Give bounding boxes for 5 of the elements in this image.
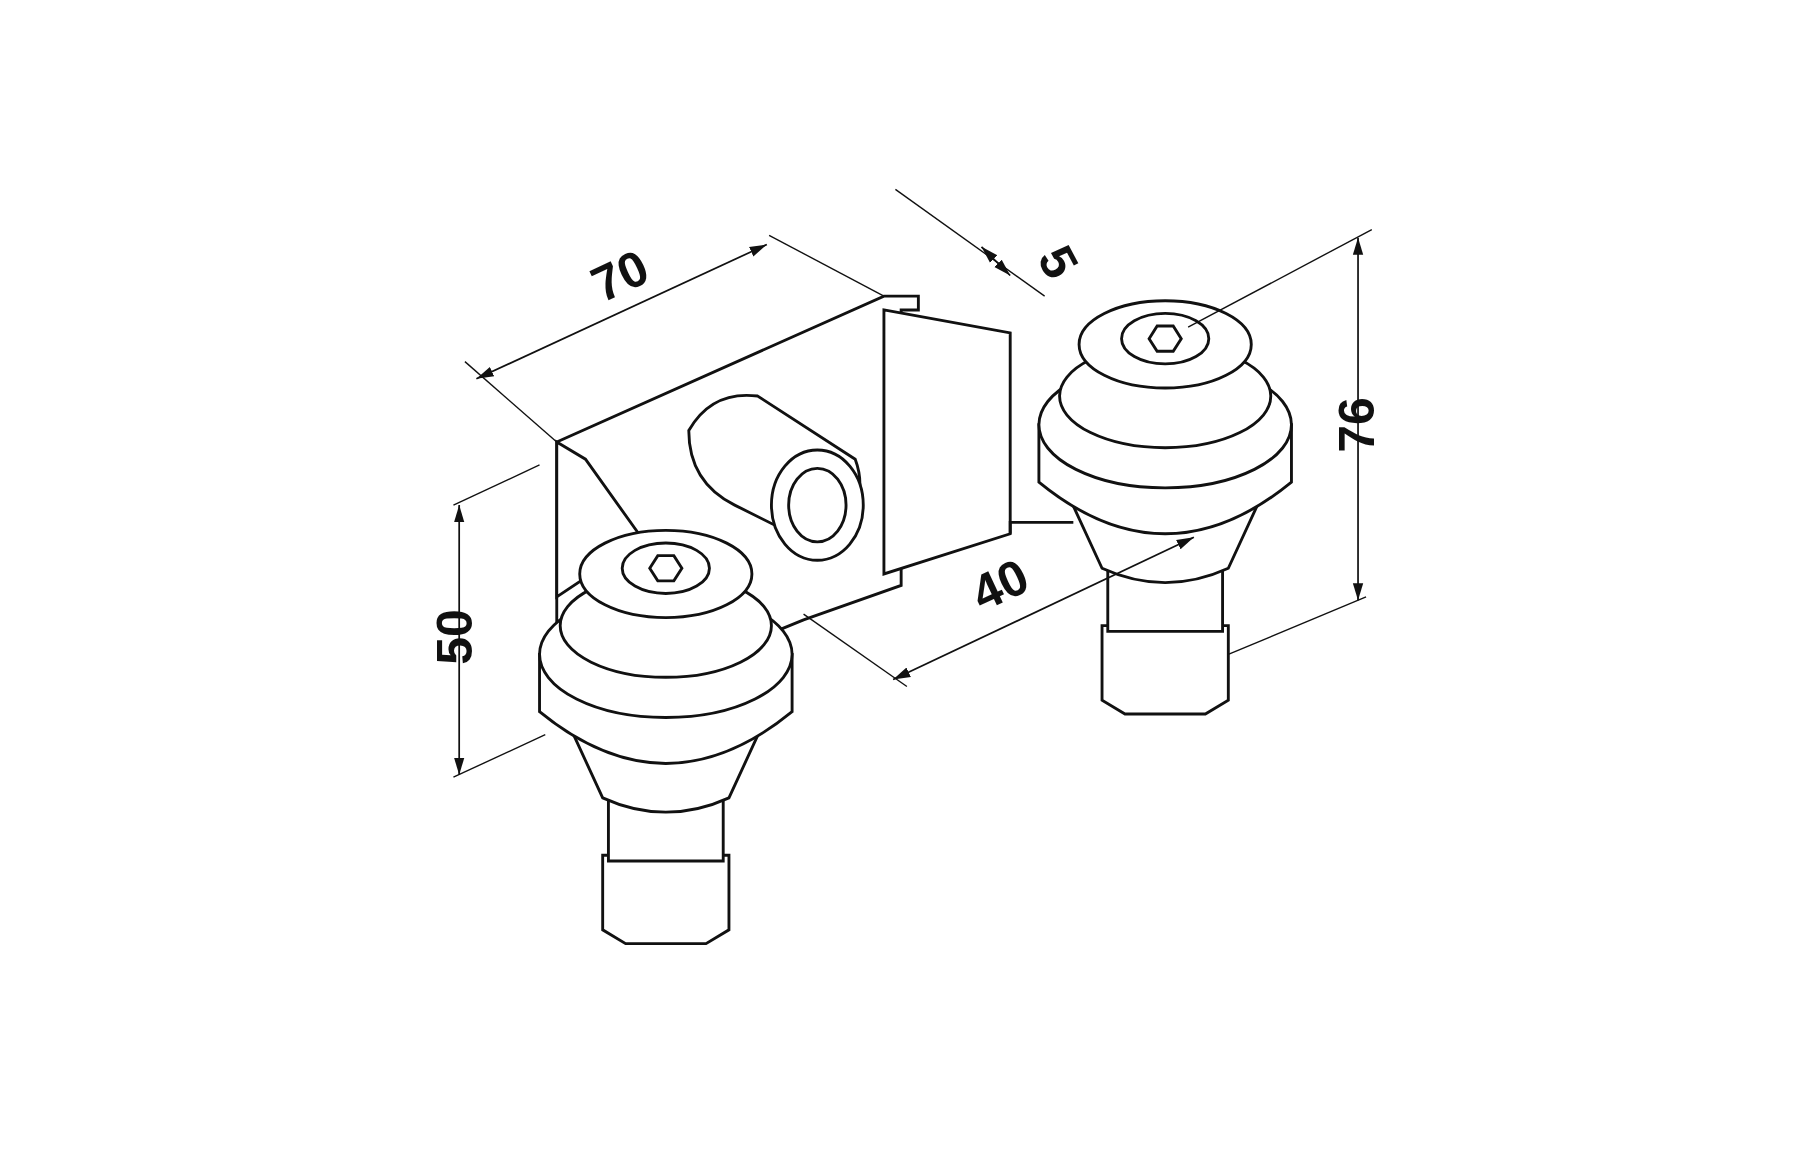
dimension-label: 40 — [964, 550, 1036, 620]
dimension-label: 5 — [1029, 238, 1087, 286]
dimension-label: 70 — [584, 241, 656, 311]
dimension-label: 50 — [430, 609, 480, 665]
dimension-label: 76 — [1332, 397, 1382, 453]
